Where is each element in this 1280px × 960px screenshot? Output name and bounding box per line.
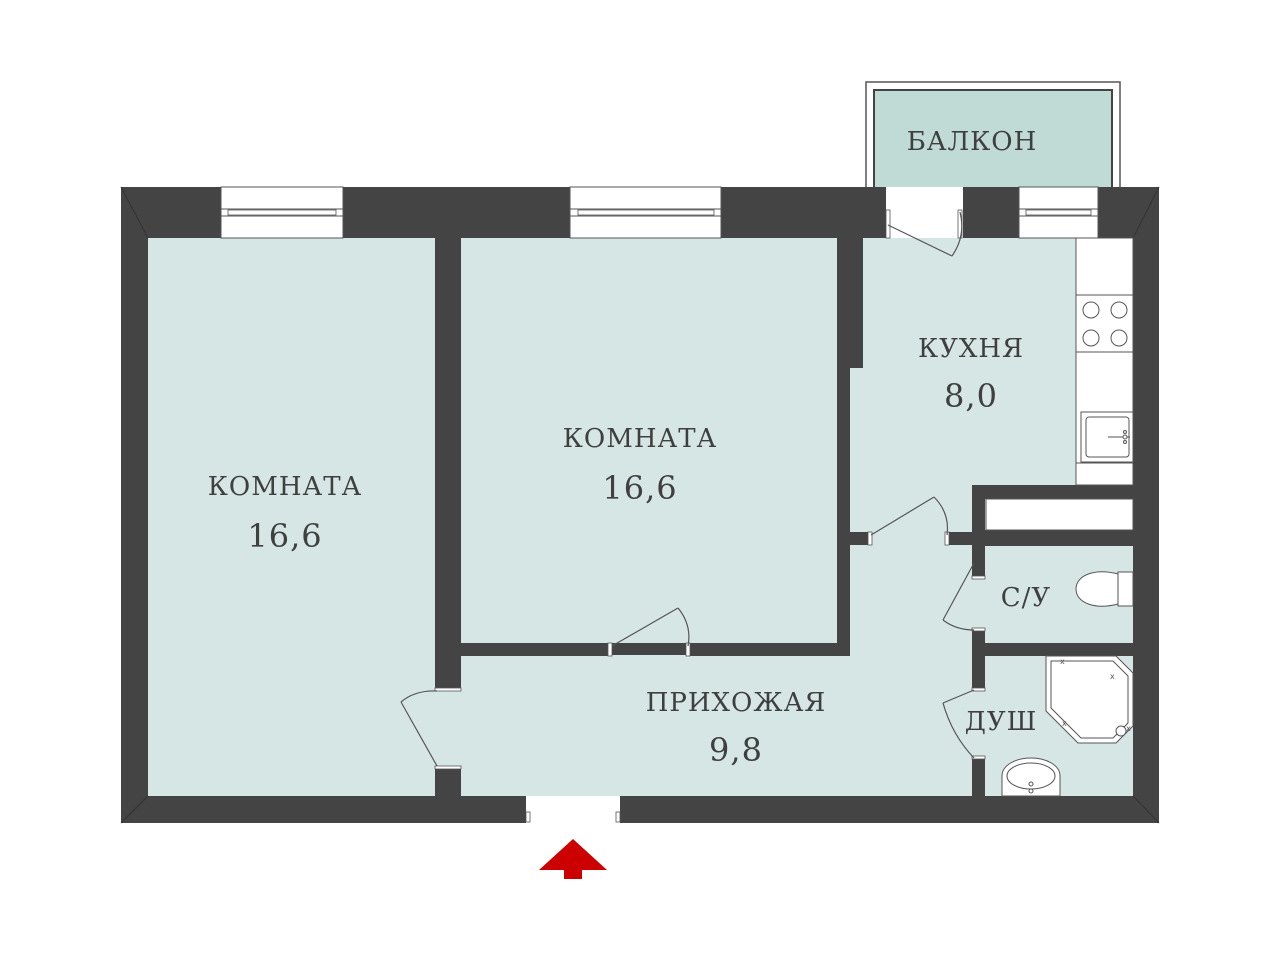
room-middle-floor: [461, 238, 837, 643]
wc-door-gap: [972, 578, 985, 628]
room-middle-wall-b: [690, 643, 850, 656]
toilet-icon: [1075, 571, 1134, 607]
svg-text:x: x: [1060, 657, 1065, 666]
door-left-room: [400, 687, 462, 770]
shower-cabin-icon: x x x x: [1045, 655, 1134, 744]
wall-corners: [120, 186, 1160, 824]
door-shower: [942, 687, 986, 760]
entrance-arrow-icon: [539, 839, 607, 879]
balcony: [865, 81, 1121, 191]
entrance-door: [525, 796, 621, 823]
room-middle-name: КОМНАТА: [563, 424, 717, 454]
svg-text:x: x: [1062, 719, 1067, 728]
door-kitchen: [867, 496, 950, 546]
duct-wall-bottom: [972, 530, 1133, 546]
kitchen-wall-lower: [838, 368, 850, 656]
room-left-area: 16,6: [247, 517, 322, 555]
svg-text:x: x: [1126, 724, 1131, 733]
door-gap-left: [435, 691, 461, 768]
wc-name: С/У: [1001, 583, 1051, 613]
shower-door-gap: [972, 690, 985, 758]
room-middle-wall-a: [461, 643, 611, 656]
kitchen-wall-upper: [838, 238, 863, 368]
door-middle-room: [607, 607, 691, 657]
washbasin-icon: [1001, 757, 1061, 797]
balcony-name: БАЛКОН: [907, 127, 1038, 157]
balcony-door: [885, 187, 963, 257]
kitchen-sink-icon: [1080, 411, 1134, 463]
bath-wall-bottom: [972, 758, 985, 796]
window-left: [220, 186, 344, 239]
room-left-name: КОМНАТА: [208, 472, 362, 502]
kitchen-door-jamb-left: [850, 532, 870, 545]
hallway-name: ПРИХОЖАЯ: [646, 688, 827, 718]
door-wc: [942, 562, 986, 632]
ventilation-duct: [985, 498, 1134, 531]
room-left-floor: [148, 238, 435, 796]
window-kitchen: [1018, 186, 1099, 239]
shower-name: ДУШ: [965, 707, 1038, 737]
hallway-floor: [461, 655, 972, 796]
wc-shower-wall: [985, 643, 1133, 656]
window-middle: [569, 186, 722, 239]
svg-text:x: x: [1110, 672, 1115, 681]
room-middle-area: 16,6: [602, 469, 677, 507]
duct-wall-top: [972, 485, 1133, 499]
stove-icon: [1082, 301, 1128, 347]
kitchen-area: 8,0: [944, 377, 998, 415]
bath-wall-mid: [972, 628, 985, 690]
hallway-area: 9,8: [709, 731, 763, 769]
kitchen-name: КУХНЯ: [918, 334, 1024, 364]
